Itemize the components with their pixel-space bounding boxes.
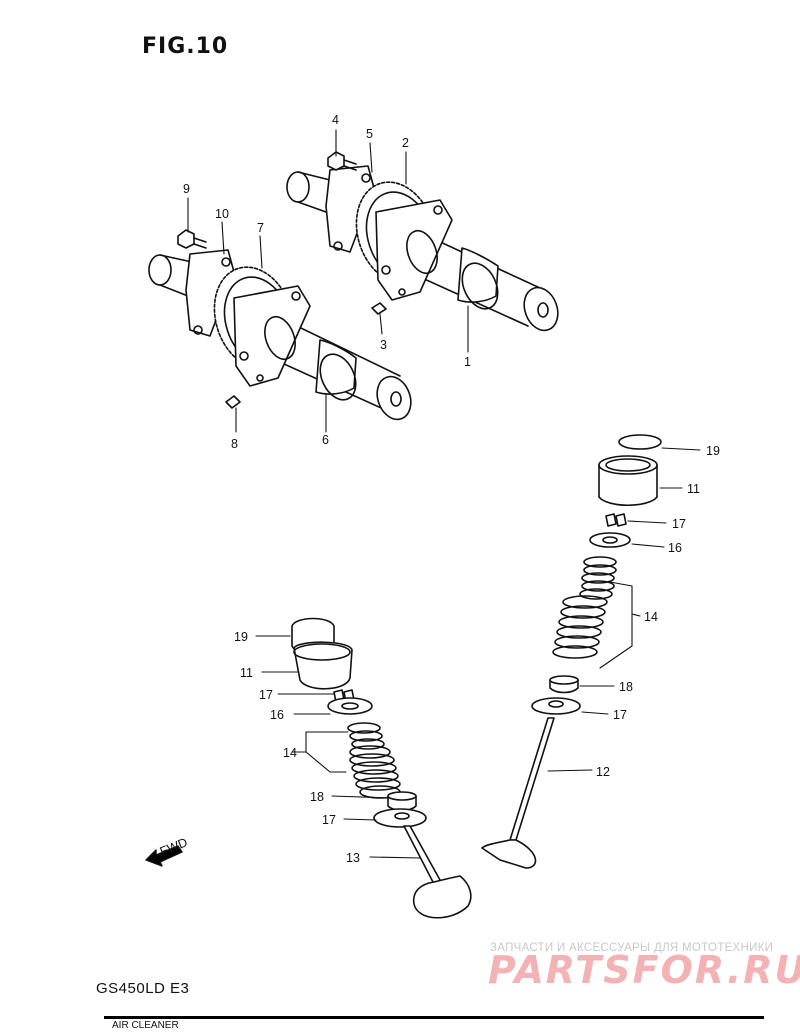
callout-11-left: 11: [240, 666, 253, 680]
callout-19-left: 19: [234, 630, 248, 644]
valve-assembly-right: [481, 434, 662, 869]
callout-3: 3: [380, 338, 387, 352]
callout-8: 8: [231, 437, 238, 451]
callout-14-right: 14: [644, 610, 658, 624]
callout-14-left: 14: [283, 746, 297, 760]
callout-5: 5: [366, 127, 373, 141]
camshaft-2: [148, 229, 412, 421]
callout-12: 12: [596, 765, 610, 779]
callout-1: 1: [464, 355, 471, 369]
model-code: GS450LD E3: [96, 980, 190, 997]
watermark-tagline: ЗАПЧАСТИ И АКСЕССУАРЫ ДЛЯ МОТОТЕХНИКИ: [490, 942, 774, 954]
callout-7: 7: [257, 221, 264, 235]
callout-17-left: 17: [322, 813, 336, 827]
callout-4: 4: [332, 113, 339, 127]
callout-16-right: 17: [672, 517, 686, 531]
callout-15-right: 16: [668, 541, 682, 555]
callout-19-right: 19: [706, 444, 720, 458]
callout-9: 9: [183, 182, 190, 196]
callout-11-right: 11: [687, 482, 700, 496]
callout-18-right: 18: [619, 680, 633, 694]
callout-6: 6: [322, 433, 329, 447]
callout-2: 2: [402, 136, 409, 150]
callout-13: 13: [346, 851, 360, 865]
camshaft-1: [286, 151, 559, 332]
footer-divider: [104, 1016, 764, 1019]
callout-17-right: 17: [613, 708, 627, 722]
callout-18-left: 18: [310, 790, 324, 804]
leader-lines: [187, 129, 701, 859]
valve-assembly-left: [291, 617, 472, 919]
footer-section-label: AIR CLEANER: [112, 1020, 179, 1031]
watermark-logo: PARTSFOR.RU: [488, 948, 800, 992]
fwd-arrow-icon: [145, 845, 183, 867]
callout-16-left: 17: [259, 688, 273, 702]
callout-10: 10: [215, 207, 229, 221]
figure-title: FIG.10: [142, 34, 229, 59]
callout-15-left: 16: [270, 708, 284, 722]
